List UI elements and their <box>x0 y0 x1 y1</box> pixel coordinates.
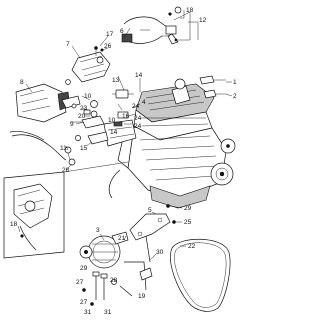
alternator-brackets <box>124 204 176 291</box>
callout-17: 17 <box>106 31 114 38</box>
callout-14-lower: 14 <box>110 129 118 136</box>
callout-23: 23 <box>80 105 88 112</box>
callout-10-lower: 10 <box>108 117 116 124</box>
alternator <box>79 231 133 306</box>
drive-belt <box>170 238 231 312</box>
callout-16: 16 <box>122 113 130 120</box>
right-side-parts <box>199 75 226 99</box>
parts-diagram: 18 12 6 17 26 7 14 8 1 10 4 13 2 23 24 1… <box>3 6 237 316</box>
callout-9: 9 <box>70 121 74 128</box>
callout-25: 25 <box>184 219 192 226</box>
callout-24-b: 24 <box>134 115 142 122</box>
callout-labels: 18 12 6 17 26 7 14 8 1 10 4 13 2 23 24 1… <box>10 7 237 316</box>
callout-8: 8 <box>20 79 24 86</box>
callout-1: 1 <box>233 79 237 86</box>
callout-24-a: 24 <box>132 103 140 110</box>
callout-3: 3 <box>96 227 100 234</box>
callout-22: 22 <box>188 243 196 250</box>
callout-28-b: 28 <box>110 277 118 284</box>
small-hardware-26 <box>94 46 104 56</box>
callout-5: 5 <box>148 207 152 214</box>
callout-10-upper: 10 <box>84 93 92 100</box>
callout-28-a: 28 <box>62 167 70 174</box>
callout-7: 7 <box>66 41 70 48</box>
callout-21: 21 <box>118 235 126 242</box>
callout-4: 4 <box>142 99 146 106</box>
callout-24-c: 24 <box>134 123 142 130</box>
callout-15: 15 <box>80 145 88 152</box>
callout-11: 11 <box>60 145 67 152</box>
leader-lines <box>17 10 233 261</box>
callout-29-a: 29 <box>184 205 192 212</box>
callout-31-b: 31 <box>104 309 112 316</box>
callout-13: 13 <box>112 77 120 84</box>
callout-18-top: 18 <box>186 7 194 14</box>
callout-18-left: 18 <box>10 221 18 228</box>
inset-detail <box>3 161 129 259</box>
temp-sensor-assembly <box>121 6 191 45</box>
callout-12: 12 <box>199 17 207 24</box>
callout-6: 6 <box>120 28 124 35</box>
engine-block <box>103 78 236 209</box>
ignition-components <box>70 89 134 145</box>
callout-14-upper: 14 <box>135 72 143 79</box>
callout-2: 2 <box>233 93 237 100</box>
callout-31-a: 31 <box>84 309 92 316</box>
callout-30: 30 <box>156 249 164 256</box>
callout-27-b: 27 <box>80 299 88 306</box>
callout-27-a: 27 <box>76 279 84 286</box>
callout-20: 20 <box>78 113 86 120</box>
callout-26: 26 <box>104 43 112 50</box>
callout-19: 19 <box>138 293 146 300</box>
callout-29-b: 29 <box>80 265 88 272</box>
throttle-cable <box>9 131 76 166</box>
starter-motor <box>15 51 111 123</box>
